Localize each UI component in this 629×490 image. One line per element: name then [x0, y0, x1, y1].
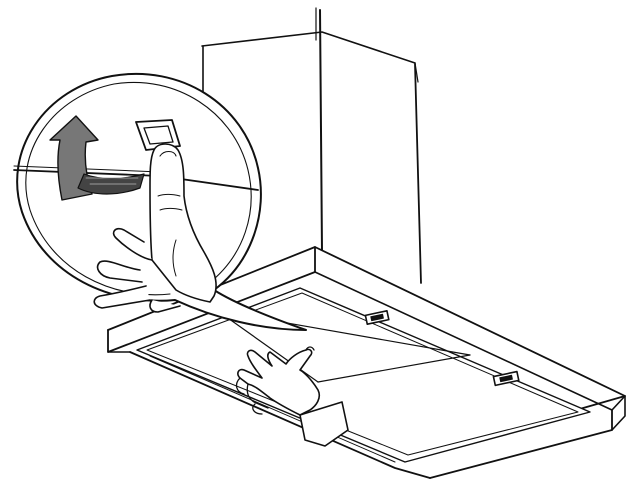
peel-direction-arrow	[50, 116, 144, 200]
filter-handles	[365, 311, 518, 386]
hand-lifting-filter	[237, 347, 348, 446]
detail-magnifier	[14, 74, 306, 330]
finger-pulling-handle	[94, 144, 216, 312]
filter-handle-detail	[136, 120, 180, 150]
